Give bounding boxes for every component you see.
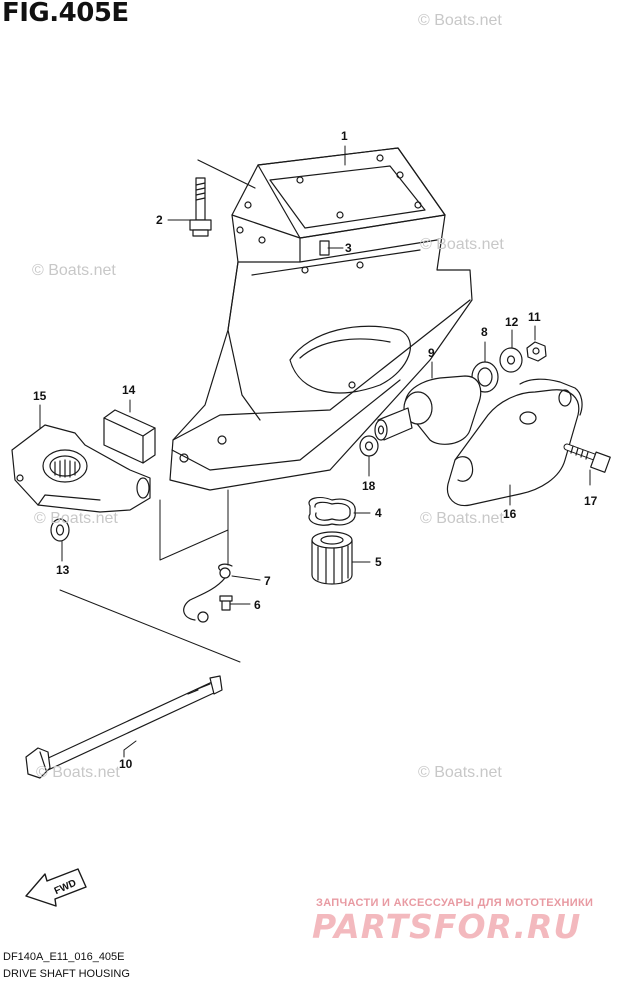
watermark: © Boats.net — [420, 510, 504, 527]
figure-title: FIG.405E — [2, 0, 129, 28]
watermark: © Boats.net — [34, 510, 118, 527]
callout-3: 3 — [345, 241, 352, 255]
callout-17: 17 — [584, 494, 598, 508]
bolt-part-2 — [189, 177, 212, 237]
mount-rubber-part-9 — [374, 375, 482, 445]
watermark: © Boats.net — [32, 262, 116, 279]
callout-13: 13 — [56, 563, 70, 577]
gasket-part-4 — [308, 496, 356, 526]
through-bolt-part-10 — [25, 675, 223, 779]
watermark: © Boats.net — [420, 236, 504, 253]
branding-logo: PARTSFOR.RU — [312, 907, 582, 946]
callout-18: 18 — [362, 479, 376, 493]
callout-14: 14 — [122, 383, 136, 397]
callout-9: 9 — [428, 346, 435, 360]
callout-2: 2 — [156, 213, 163, 227]
callout-8: 8 — [481, 325, 488, 339]
needle-bearing-part-5 — [311, 531, 353, 585]
callout-15: 15 — [33, 389, 47, 403]
mount-cover-part-16 — [446, 378, 583, 507]
branding-subtitle: ЗАПЧАСТИ И АКСЕССУАРЫ ДЛЯ МОТОТЕХНИКИ — [316, 897, 594, 909]
fwd-arrow-icon — [25, 868, 87, 907]
mount-bracket-part-15 — [11, 424, 151, 513]
watermark: © Boats.net — [36, 764, 120, 781]
drive-shaft-housing-part — [169, 147, 473, 491]
callout-11: 11 — [528, 310, 541, 324]
rubber-pad-part-14 — [103, 409, 156, 464]
leader-lines — [39, 145, 591, 758]
figure-code: DF140A_E11_016_405E — [3, 951, 125, 963]
figure-name: DRIVE SHAFT HOUSING — [3, 968, 130, 980]
callout-6: 6 — [254, 598, 261, 612]
bolt-part-6 — [219, 595, 233, 611]
watermark: © Boats.net — [418, 764, 502, 781]
callout-16: 16 — [503, 507, 517, 521]
nut-part-11 — [526, 341, 547, 362]
callout-5: 5 — [375, 555, 382, 569]
callout-7: 7 — [264, 574, 271, 588]
callout-4: 4 — [375, 506, 382, 520]
callout-12: 12 — [505, 315, 519, 329]
washer-part-12 — [499, 347, 523, 373]
callout-1: 1 — [341, 129, 348, 143]
watermark: © Boats.net — [418, 12, 502, 29]
assembly-reference-lines — [59, 489, 241, 663]
bolt-part-17 — [563, 443, 611, 473]
callout-10: 10 — [119, 757, 133, 771]
ground-wire-part-7 — [183, 563, 233, 623]
washer-part-13 — [50, 518, 70, 542]
washer-part-18 — [359, 435, 379, 457]
